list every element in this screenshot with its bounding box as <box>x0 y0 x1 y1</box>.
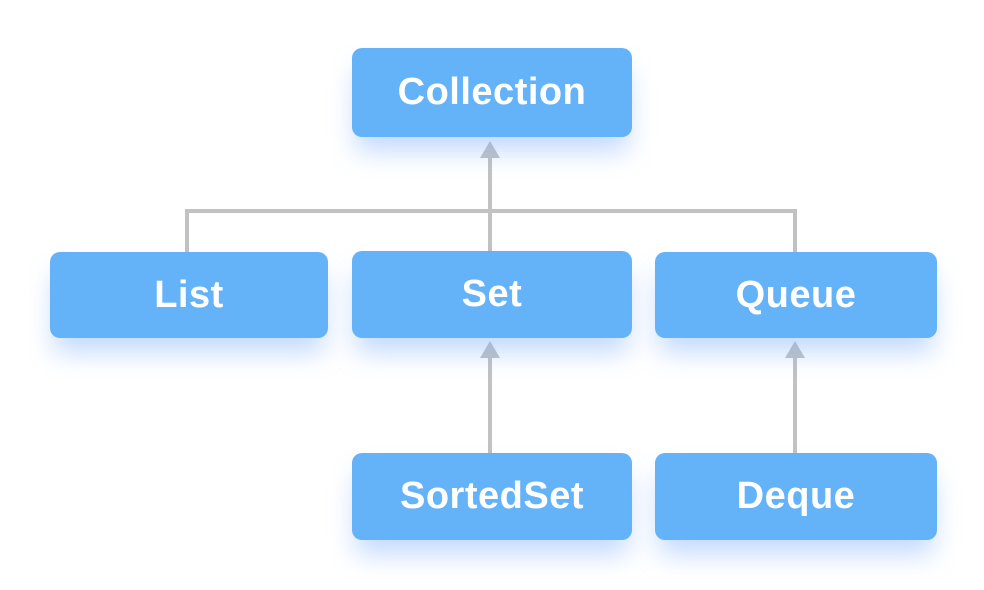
list-node-label: List <box>154 273 224 316</box>
set-node: Set <box>352 251 632 338</box>
queue-node-label: Queue <box>735 273 857 316</box>
queue-node: Queue <box>655 252 937 338</box>
edge-sortedset-to-set-arrowhead-icon <box>480 341 500 358</box>
set-node-label: Set <box>461 273 523 315</box>
edge-sortedset-to-set-line <box>488 357 492 454</box>
list-node: List <box>50 252 328 338</box>
edge-set-to-collection-arrowhead-icon <box>480 141 500 158</box>
sortedset-node-label: SortedSet <box>400 475 584 517</box>
edge-list-to-collection-line <box>185 209 189 254</box>
edge-deque-to-queue-arrowhead-icon <box>785 341 805 358</box>
edge-deque-to-queue-line <box>793 357 797 454</box>
deque-node-label: Deque <box>736 475 856 517</box>
edge-set-to-collection-line <box>488 157 492 253</box>
edge-queue-to-collection-line <box>793 209 797 254</box>
deque-node: Deque <box>655 453 937 540</box>
collection-node: Collection <box>352 48 632 137</box>
sortedset-node: SortedSet <box>352 453 632 540</box>
collection-node-label: Collection <box>397 71 587 113</box>
